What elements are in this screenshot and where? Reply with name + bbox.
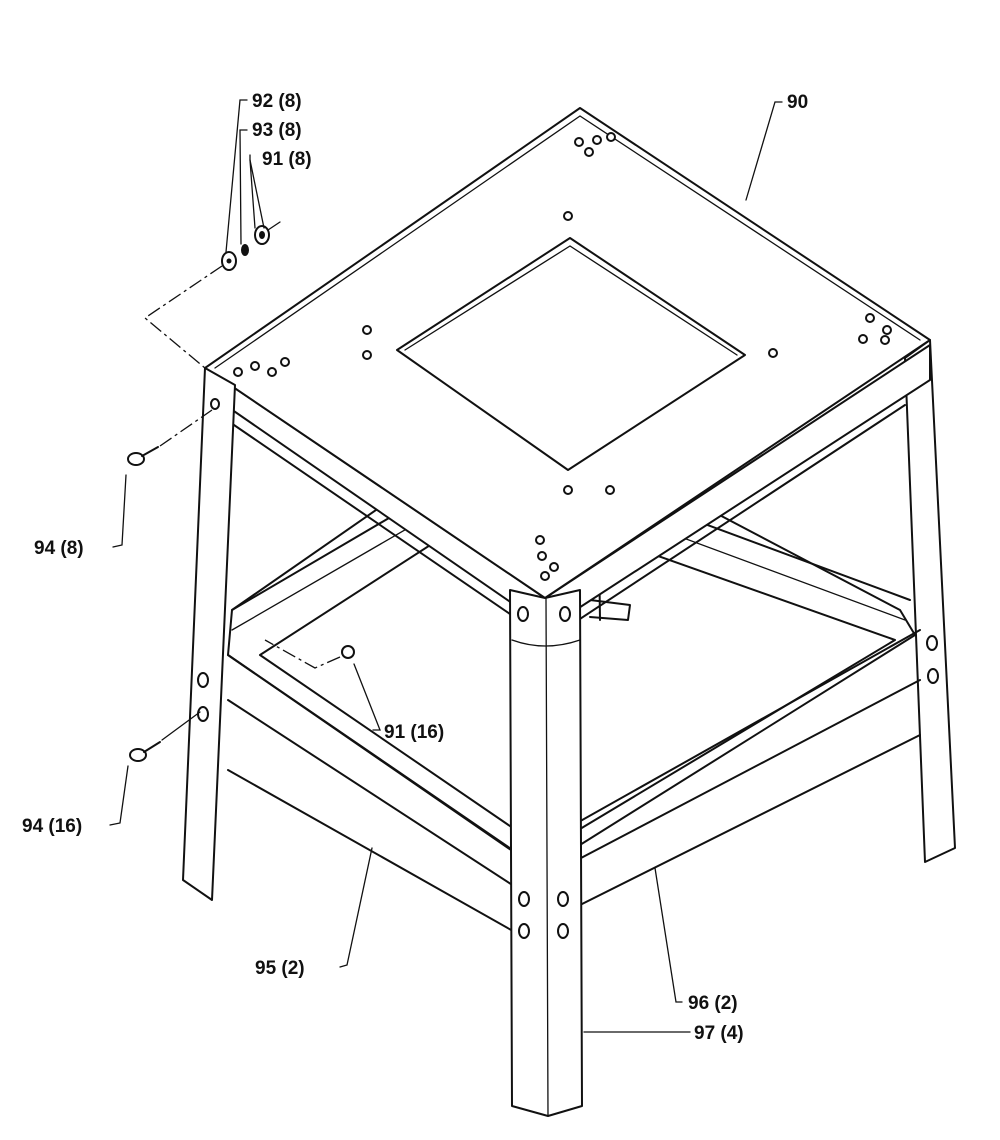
callout-94-upper: 94 (8) — [34, 538, 84, 559]
lower-nut — [264, 639, 355, 669]
callout-91-lower: 91 (16) — [384, 722, 444, 743]
callout-96: 96 (2) — [688, 993, 738, 1014]
callout-91-top: 91 (8) — [262, 149, 312, 170]
carriage-bolt-upper — [127, 409, 213, 466]
hex-nut-icon — [341, 645, 355, 659]
leg-front-corner — [509, 589, 583, 1117]
callout-97: 97 (4) — [694, 1023, 744, 1044]
callout-94-lower: 94 (16) — [22, 816, 82, 837]
callout-95: 95 (2) — [255, 958, 305, 979]
carriage-bolt-lower — [129, 711, 201, 762]
callout-92: 92 (8) — [252, 91, 302, 112]
top-plate-nuts — [233, 132, 892, 581]
leg-left-front — [182, 367, 236, 901]
callout-93: 93 (8) — [252, 120, 302, 141]
top-plate — [204, 107, 931, 599]
callout-90: 90 — [787, 92, 808, 113]
lock-washer-icon — [241, 244, 249, 256]
leader-lines — [109, 99, 783, 1033]
callout-labels: 92 (8) 93 (8) 91 (8) 90 94 (8) 91 (16) 9… — [22, 91, 808, 1044]
top-hardware-group — [143, 221, 281, 369]
carriage-bolt-icon — [127, 452, 145, 466]
carriage-bolt-icon — [129, 748, 147, 762]
leg-right-back — [904, 339, 956, 863]
